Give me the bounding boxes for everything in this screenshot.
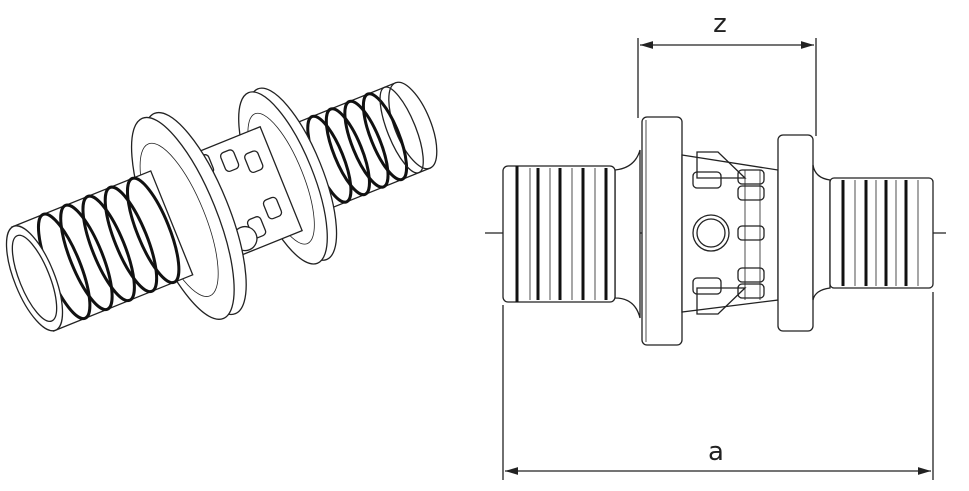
dimension-z-label: z bbox=[713, 9, 727, 39]
dimension-a: a bbox=[502, 292, 934, 480]
side-right-pipe bbox=[812, 164, 934, 301]
isometric-view bbox=[5, 81, 438, 332]
side-left-pipe bbox=[502, 149, 641, 319]
side-right-flange bbox=[777, 134, 814, 332]
dimension-a-label: a bbox=[708, 437, 724, 467]
dimension-z: z bbox=[637, 9, 817, 136]
side-view bbox=[485, 116, 946, 346]
iso-left-pipe bbox=[5, 170, 194, 332]
side-left-flange bbox=[641, 116, 683, 346]
iso-left-flange bbox=[130, 111, 247, 320]
side-body bbox=[681, 151, 779, 315]
